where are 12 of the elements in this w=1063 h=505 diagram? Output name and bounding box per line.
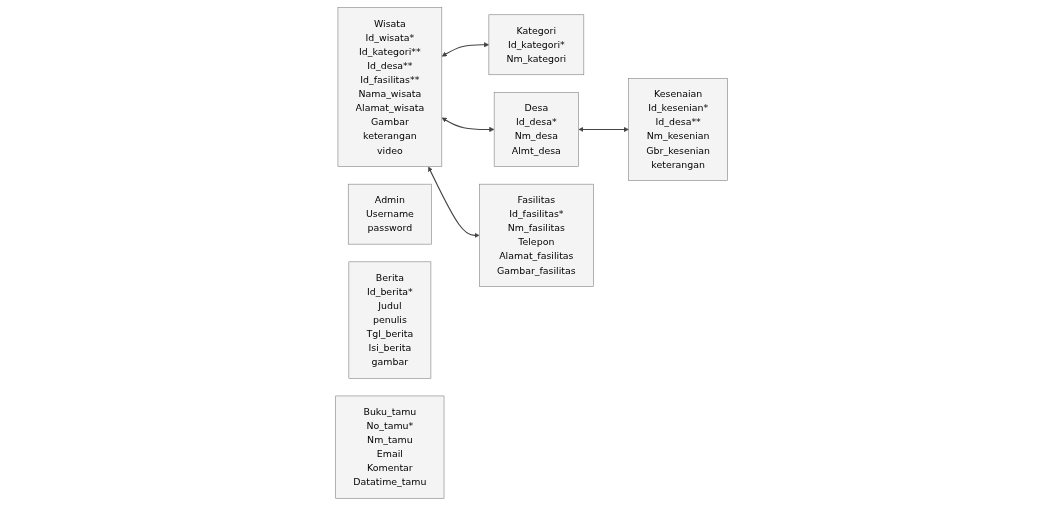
node-box: Admin Username password [347, 183, 432, 244]
node-box: Kesenaian Id_kesenian* Id_desa** Nm_kesenian Gbr_kesenian keterangan [628, 77, 728, 181]
node-box: Kategori Id_kategori* Nm_kategori [488, 13, 584, 75]
arrow [427, 166, 480, 238]
node-box: Wisata Id_wisata* Id_kategori** Id_desa** Id_fasilitas** Nama_wisata Alamat_wisata Gambar keterangan video [337, 6, 442, 167]
arrow [441, 41, 489, 57]
node-box: Desa Id_desa* Nm_desa Almt_desa [493, 91, 579, 167]
node-box: Fasilitas Id_fasilitas* Nm_fasilitas Telepon Alamat_fasilitas Gambar_fasilitas [478, 183, 594, 287]
node-box: Berita Id_berita* Judul penulis Tgl_berita Isi_berita gambar [348, 261, 431, 379]
arrow [441, 117, 495, 132]
arrow [578, 126, 629, 132]
node-box: Buku_tamu No_tamu* Nm_tamu Email Komentar Datatime_tamu [335, 395, 445, 499]
